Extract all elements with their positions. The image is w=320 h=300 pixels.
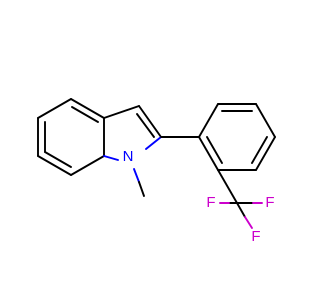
fluorine-label: F xyxy=(251,228,260,245)
bond xyxy=(236,202,246,218)
phenyl-ring xyxy=(198,103,276,171)
molecule-structure-diagram: N F F F xyxy=(37,98,276,245)
n-methyl-bond xyxy=(138,181,145,197)
bond xyxy=(70,155,105,176)
double-bond-inner xyxy=(251,136,268,164)
bond xyxy=(37,98,72,119)
bond xyxy=(255,103,276,138)
trifluoromethyl-group xyxy=(217,169,263,229)
fluorine-label: F xyxy=(206,194,215,211)
double-bond-inner xyxy=(136,113,155,138)
bond xyxy=(138,105,162,138)
double-bond-inner xyxy=(206,136,223,164)
bond xyxy=(198,103,219,138)
bond xyxy=(255,136,276,171)
double-bond-inner xyxy=(44,151,72,168)
nitrogen-label: N xyxy=(123,148,134,165)
bond-to-fluorine xyxy=(244,216,253,229)
n-methyl-bond xyxy=(133,168,140,183)
bond-to-nitrogen xyxy=(103,155,119,161)
indole-pyrrole-ring xyxy=(103,105,162,197)
bond xyxy=(37,155,72,176)
fluorine-label: F xyxy=(265,194,274,211)
indole-benzene-ring xyxy=(37,98,105,176)
bond xyxy=(70,98,105,119)
bond xyxy=(198,136,219,171)
bond-to-nitrogen xyxy=(145,136,162,150)
bond xyxy=(103,105,140,119)
double-bond-inner xyxy=(71,106,99,123)
bond xyxy=(217,169,238,204)
